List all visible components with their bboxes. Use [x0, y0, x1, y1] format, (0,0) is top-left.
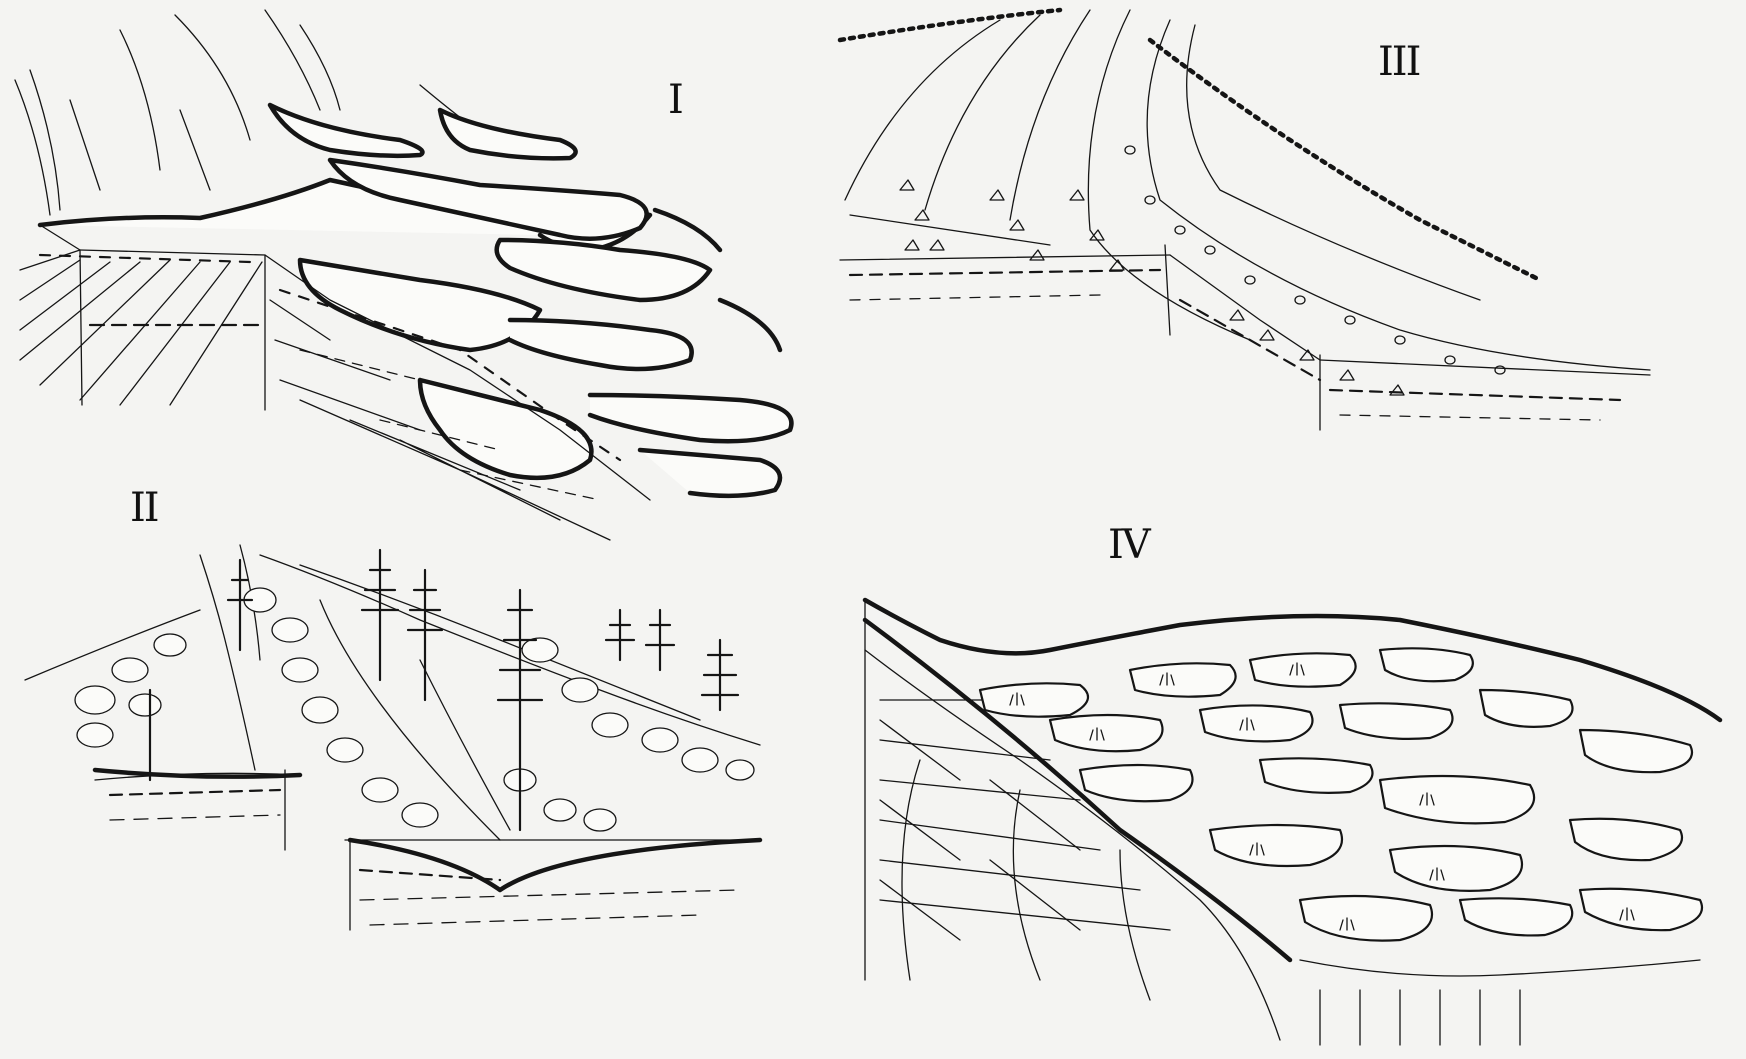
panel-2-drawing: [25, 545, 760, 930]
panel-3-debris: [900, 146, 1505, 395]
panel-4-drawing: [865, 600, 1720, 1045]
panel-4-label: IV: [1108, 525, 1149, 565]
panel-2-trees: [150, 550, 738, 830]
panel-3-ground: [840, 10, 1620, 420]
panel-3-label: III: [1378, 42, 1419, 82]
panel-4-turf-patches: [980, 648, 1702, 940]
panel-2-label: II: [130, 488, 158, 528]
panel-3-drawing: [840, 10, 1650, 430]
panel-3-stripes: [840, 10, 1650, 430]
panel-1-lobes: [40, 105, 791, 496]
panel-2-ground: [95, 770, 760, 925]
panel-1-label: I: [668, 80, 682, 120]
